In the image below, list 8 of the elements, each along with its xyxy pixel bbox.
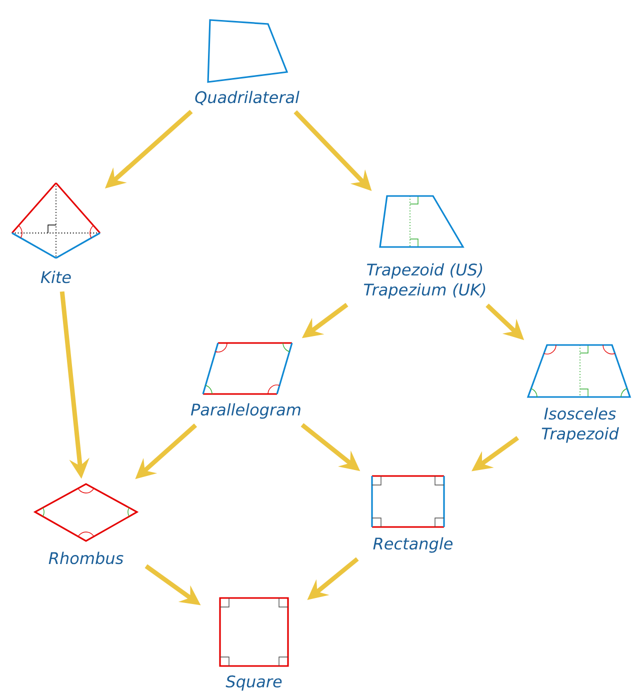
shape-label: Kite <box>40 270 71 284</box>
shape-label: Trapezoid (US) Trapezium (UK) <box>364 263 486 299</box>
shape-label: Rectangle <box>373 537 453 553</box>
shape-label: Square <box>226 675 282 691</box>
shape-label: Rhombus <box>48 552 124 564</box>
shape-label: Quadrilateral <box>195 90 300 106</box>
shape-label: Isosceles Trapezoid <box>542 407 619 443</box>
shape-label: Parallelogram <box>190 403 300 419</box>
